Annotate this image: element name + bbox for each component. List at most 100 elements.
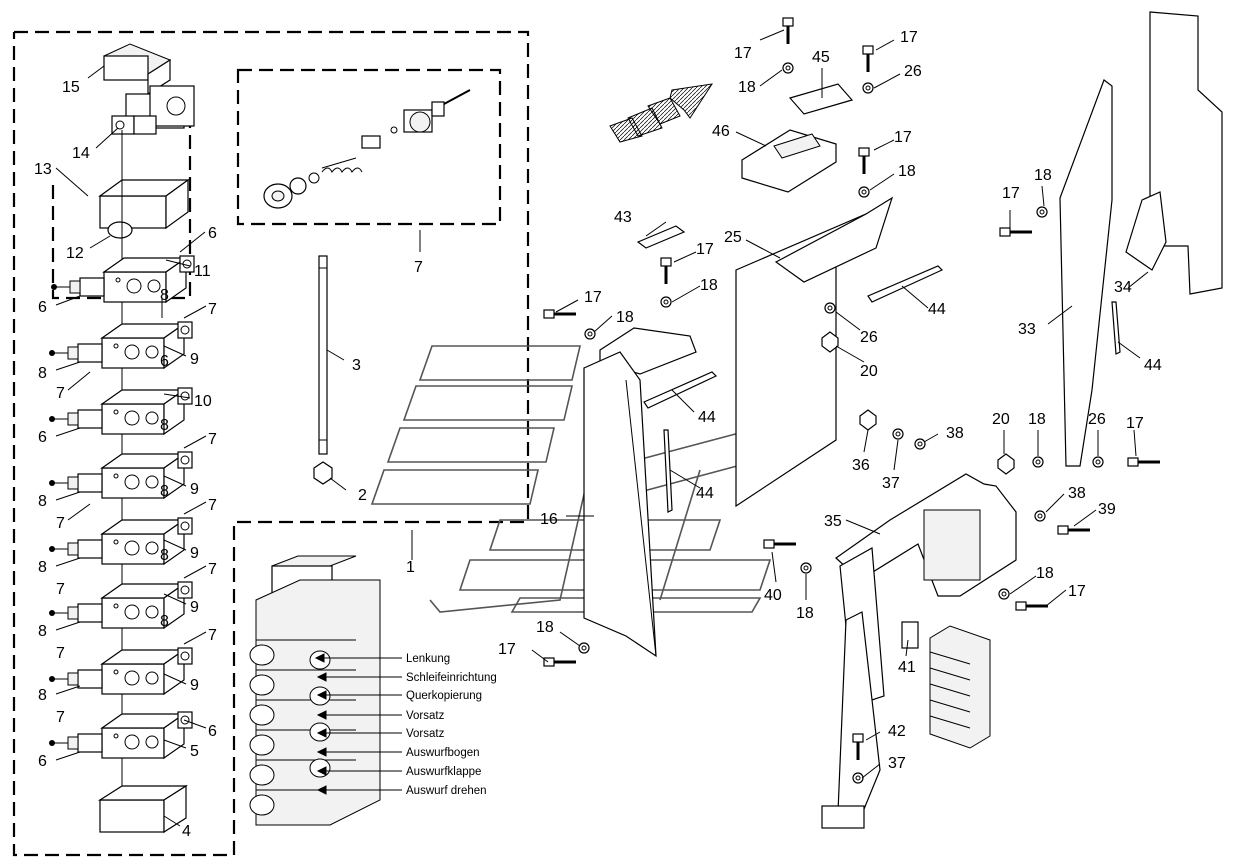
callout-7: 7 — [208, 627, 217, 644]
callout-18: 18 — [898, 163, 916, 180]
callout-43: 43 — [614, 209, 632, 226]
valve-cartridge-kit — [263, 89, 471, 209]
callout-12: 12 — [66, 245, 84, 262]
callout-7: 7 — [56, 581, 65, 598]
callout-18: 18 — [1034, 167, 1052, 184]
function-label-auswurfklappe: Auswurfklappe — [406, 766, 481, 778]
callout-9: 9 — [190, 677, 199, 694]
callout-8: 8 — [160, 417, 169, 434]
callout-14: 14 — [72, 145, 90, 162]
callout-13: 13 — [34, 161, 52, 178]
connector-plug-15 — [103, 43, 172, 96]
callout-17: 17 — [1068, 583, 1086, 600]
callout-44: 44 — [1144, 357, 1162, 374]
function-label-vorsatz-2: Vorsatz — [406, 728, 445, 740]
callout-17: 17 — [584, 289, 602, 306]
callout-17: 17 — [498, 641, 516, 658]
callout-6: 6 — [38, 429, 47, 446]
callout-35: 35 — [824, 513, 842, 530]
callout-36: 36 — [852, 457, 870, 474]
callout-11: 11 — [194, 263, 211, 280]
callout-8: 8 — [160, 613, 169, 630]
callout-33: 33 — [1018, 321, 1036, 338]
callout-17: 17 — [734, 45, 752, 62]
callout-26: 26 — [904, 63, 922, 80]
callout-7: 7 — [208, 497, 217, 514]
callout-40: 40 — [764, 587, 782, 604]
direction-arrow-decal — [609, 83, 714, 143]
valve-block-right — [929, 625, 991, 749]
frame-35 — [821, 473, 1017, 829]
callout-44: 44 — [698, 409, 716, 426]
callout-7: 7 — [208, 301, 217, 318]
bracket-34 — [1125, 191, 1167, 271]
callout-15: 15 — [62, 79, 80, 96]
callout-7: 7 — [56, 645, 65, 662]
callout-18: 18 — [700, 277, 718, 294]
function-label-auswurfbogen: Auswurfbogen — [406, 747, 480, 759]
function-label-auswurf-drehen: Auswurf drehen — [406, 785, 487, 797]
callout-39: 39 — [1098, 501, 1116, 518]
callout-9: 9 — [190, 481, 199, 498]
function-valve-block — [249, 555, 381, 826]
callout-37: 37 — [882, 475, 900, 492]
strip-43 — [636, 225, 686, 249]
callout-8: 8 — [38, 365, 47, 382]
callout-17: 17 — [1002, 185, 1020, 202]
callout-17: 17 — [900, 29, 918, 46]
callout-44: 44 — [928, 301, 946, 318]
callout-6: 6 — [38, 753, 47, 770]
callout-7: 7 — [208, 431, 217, 448]
callout-42: 42 — [888, 723, 906, 740]
bracket-46 — [741, 129, 837, 193]
callout-44: 44 — [696, 485, 714, 502]
callout-46: 46 — [712, 123, 730, 140]
adapter-block-12 — [98, 178, 190, 239]
cover-plate-45 — [788, 83, 854, 115]
callout-7: 7 — [56, 709, 65, 726]
callout-6: 6 — [208, 723, 217, 740]
callout-6: 6 — [208, 225, 217, 242]
callout-3: 3 — [352, 357, 361, 374]
callout-18: 18 — [1028, 411, 1046, 428]
panel-16 — [583, 327, 697, 658]
function-label-querkopierung: Querkopierung — [406, 690, 482, 702]
callout-34: 34 — [1114, 279, 1132, 296]
callout-7: 7 — [56, 515, 65, 532]
valve-stack — [48, 130, 195, 834]
callout-9: 9 — [190, 599, 199, 616]
callout-8: 8 — [160, 287, 169, 304]
panel-25 — [735, 196, 894, 508]
callout-26: 26 — [860, 329, 878, 346]
callout-18: 18 — [536, 619, 554, 636]
callout-17: 17 — [894, 129, 912, 146]
callout-9: 9 — [190, 545, 199, 562]
callout-18: 18 — [796, 605, 814, 622]
callout-4: 4 — [182, 823, 191, 840]
callout-25: 25 — [724, 229, 742, 246]
callout-18: 18 — [1036, 565, 1054, 582]
callout-5: 5 — [190, 743, 199, 760]
leader-lines — [55, 29, 1149, 827]
callout-10: 10 — [194, 393, 212, 410]
callout-7: 7 — [208, 561, 217, 578]
tie-rod-3 — [313, 255, 333, 485]
callout-8: 8 — [160, 547, 169, 564]
callout-18: 18 — [616, 309, 634, 326]
callout-38: 38 — [1068, 485, 1086, 502]
callout-17: 17 — [696, 241, 714, 258]
solenoid-valve-14 — [111, 85, 195, 135]
function-label-lenkung: Lenkung — [406, 653, 450, 665]
callout-8: 8 — [38, 623, 47, 640]
callout-7: 7 — [414, 259, 423, 276]
callout-6: 6 — [160, 353, 169, 370]
callout-1: 1 — [406, 559, 415, 576]
callout-16: 16 — [540, 511, 558, 528]
fasteners — [542, 16, 1162, 784]
callout-20: 20 — [860, 363, 878, 380]
callout-20: 20 — [992, 411, 1010, 428]
callout-8: 8 — [160, 483, 169, 500]
panel-33 — [1059, 79, 1113, 467]
callout-8: 8 — [38, 687, 47, 704]
